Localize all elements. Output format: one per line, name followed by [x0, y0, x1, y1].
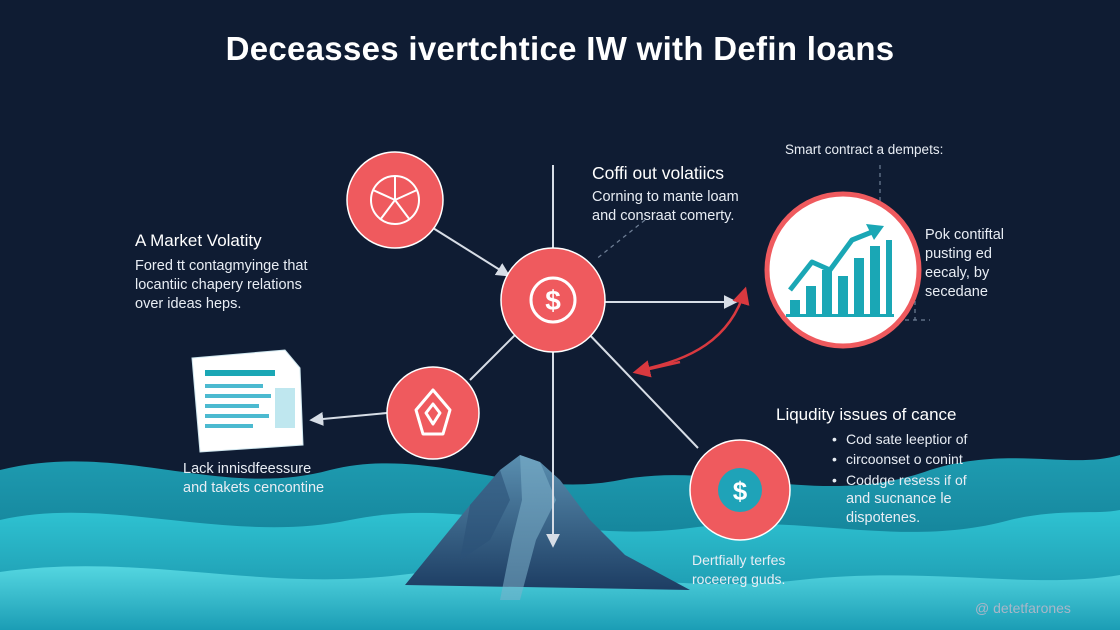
market-volatility-block: A Market Volatity Fored tt contagmyinge … [135, 231, 308, 314]
liquidity-bullet: circoonset o conint [830, 450, 967, 469]
center-dollar-symbol: $ [545, 285, 561, 316]
smart-contract-heading: Smart contract a dempets: [785, 142, 944, 157]
gem-node [386, 366, 480, 460]
bottom-node: $ [689, 439, 791, 541]
lack-line: and takets cencontine [183, 480, 325, 496]
volatility-block: Coffi out volatiics Corning to mante loa… [592, 163, 739, 226]
market-body: Fored tt contagmyinge that locantiic cha… [135, 257, 308, 314]
market-line: over ideas heps. [135, 296, 242, 312]
market-line: Fored tt contagmyinge that [135, 258, 308, 274]
market-line: locantiic chapery relations [135, 277, 302, 293]
liquidity-bullet: Cod sate leeptior of [830, 430, 967, 449]
chart-caption-line: Pok contiftal [925, 227, 1004, 243]
trend-arrow-icon [866, 224, 884, 240]
volatility-body: Corning to mante loam and consraat comer… [592, 188, 739, 226]
liquidity-bullets: Cod sate leeptior of circoonset o conint… [830, 430, 967, 490]
gem-icon [414, 388, 452, 436]
trend-line-icon [788, 229, 873, 292]
chart-caption-line: pusting ed [925, 246, 992, 262]
center-node: $ [500, 247, 606, 353]
dashed-leader-volatility [594, 219, 646, 261]
volatility-line: Corning to mante loam [592, 189, 739, 205]
center-to-bottom-line [584, 329, 699, 449]
lack-block: Lack innisdfeessure and takets cencontin… [183, 460, 324, 498]
market-heading: A Market Volatity [135, 231, 262, 250]
liquidity-tail-line: and sucnance le [846, 491, 952, 507]
chart-caption-line: secedane [925, 284, 988, 300]
chart-caption: Pok contiftal pusting ed eecaly, by sece… [925, 226, 1004, 302]
pie-node [346, 151, 444, 249]
liquidity-bullet: Coddge resess if of [830, 471, 967, 490]
mountain-illustration [405, 455, 690, 600]
gem-to-document-arrow [309, 411, 388, 426]
liquidity-tail: and sucnance le dispotenes. [846, 490, 967, 528]
liquidity-block: Liqudity issues of cance Cod sate leepti… [776, 405, 967, 528]
bottom-caption-line: roceereg guds. [692, 571, 786, 587]
liquidity-tail-line: dispotenes. [846, 510, 921, 526]
dollar-coin-icon [718, 468, 762, 512]
volatility-heading: Coffi out volatiics [592, 163, 724, 183]
connectors [309, 165, 930, 548]
bar-chart-icon [786, 240, 894, 317]
watermark: @ detetfarones [975, 600, 1071, 616]
lack-line: Lack innisdfeessure [183, 461, 312, 477]
document-icon [191, 349, 304, 453]
dollar-icon [529, 276, 577, 324]
page-title: Deceasses ivertchtice IW with Defin loan… [225, 30, 895, 67]
pie-icon [370, 175, 420, 225]
center-to-gem-line [469, 329, 521, 381]
pie-to-center-arrow [432, 227, 511, 277]
bottom-caption: Dertfially terfes roceereg guds. [692, 551, 785, 589]
chart-node [764, 191, 922, 349]
red-curve-arrow-left-head [632, 360, 681, 378]
volatility-line: and consraat comerty. [592, 208, 735, 224]
chart-caption-line: eecaly, by [925, 265, 990, 281]
liquidity-heading: Liqudity issues of cance [776, 405, 957, 424]
bottom-caption-line: Dertfially terfes [692, 552, 786, 568]
bottom-dollar-symbol: $ [733, 476, 748, 506]
